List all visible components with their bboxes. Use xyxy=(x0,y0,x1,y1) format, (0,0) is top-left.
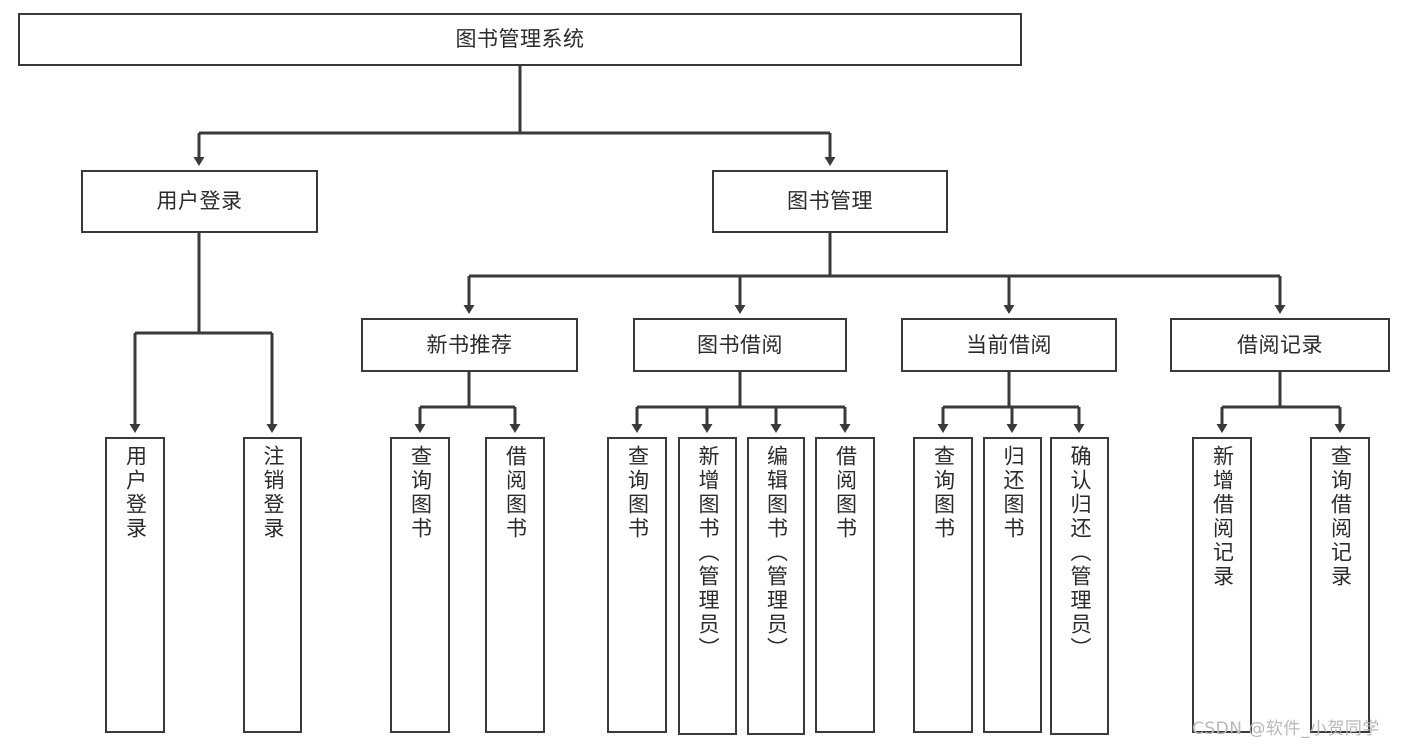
node-leaf[interactable]: 新增借阅记录 xyxy=(1192,437,1252,733)
csdn-watermark: CSDN @软件_小贺同学 xyxy=(1192,719,1380,739)
node-leaf[interactable]: 查询图书 xyxy=(390,437,450,733)
node-leaf-label: 查询图书 xyxy=(408,445,433,541)
node-root[interactable]: 图书管理系统 xyxy=(18,13,1022,66)
node-level2-user-login-label: 用户登录 xyxy=(156,189,243,214)
node-level3-new-book-recommend[interactable]: 新书推荐 xyxy=(361,318,578,372)
node-level3-current-borrow[interactable]: 当前借阅 xyxy=(901,318,1117,372)
node-leaf[interactable]: 新增图书（管理员） xyxy=(678,437,737,735)
node-level2-user-login[interactable]: 用户登录 xyxy=(81,170,318,233)
node-leaf-label: 借阅图书 xyxy=(503,445,528,541)
node-leaf[interactable]: 查询借阅记录 xyxy=(1310,437,1370,733)
node-leaf[interactable]: 查询图书 xyxy=(607,437,667,733)
node-leaf-label: 新增图书（管理员） xyxy=(696,445,720,661)
node-level3-new-book-recommend-label: 新书推荐 xyxy=(426,332,513,357)
node-leaf-label: 用户登录 xyxy=(123,445,148,541)
node-leaf-label: 查询图书 xyxy=(625,445,650,541)
node-leaf[interactable]: 编辑图书（管理员） xyxy=(747,437,805,735)
node-leaf[interactable]: 确认归还（管理员） xyxy=(1050,437,1109,735)
node-level2-book-management[interactable]: 图书管理 xyxy=(712,170,948,233)
node-leaf-label: 确认归还（管理员） xyxy=(1068,445,1092,661)
node-root-label: 图书管理系统 xyxy=(455,27,585,52)
node-leaf[interactable]: 注销登录 xyxy=(243,437,302,733)
node-leaf-label: 新增借阅记录 xyxy=(1210,445,1235,589)
node-leaf-label: 编辑图书（管理员） xyxy=(764,445,789,661)
node-level3-current-borrow-label: 当前借阅 xyxy=(966,332,1052,357)
node-leaf[interactable]: 借阅图书 xyxy=(485,437,545,733)
node-leaf-label: 查询借阅记录 xyxy=(1328,445,1353,589)
node-level3-borrow-record-label: 借阅记录 xyxy=(1237,332,1323,357)
node-level2-book-management-label: 图书管理 xyxy=(787,189,873,214)
node-leaf[interactable]: 归还图书 xyxy=(983,437,1042,733)
node-level3-book-borrow[interactable]: 图书借阅 xyxy=(633,318,847,372)
node-leaf-label: 注销登录 xyxy=(261,445,285,541)
node-leaf-label: 查询图书 xyxy=(931,445,956,541)
node-leaf[interactable]: 借阅图书 xyxy=(815,437,875,733)
node-leaf-label: 借阅图书 xyxy=(833,445,858,541)
node-leaf-label: 归还图书 xyxy=(1001,445,1025,541)
node-level3-borrow-record[interactable]: 借阅记录 xyxy=(1170,318,1390,372)
node-level3-book-borrow-label: 图书借阅 xyxy=(697,332,783,357)
node-leaf[interactable]: 查询图书 xyxy=(913,437,973,733)
node-leaf[interactable]: 用户登录 xyxy=(105,437,165,733)
